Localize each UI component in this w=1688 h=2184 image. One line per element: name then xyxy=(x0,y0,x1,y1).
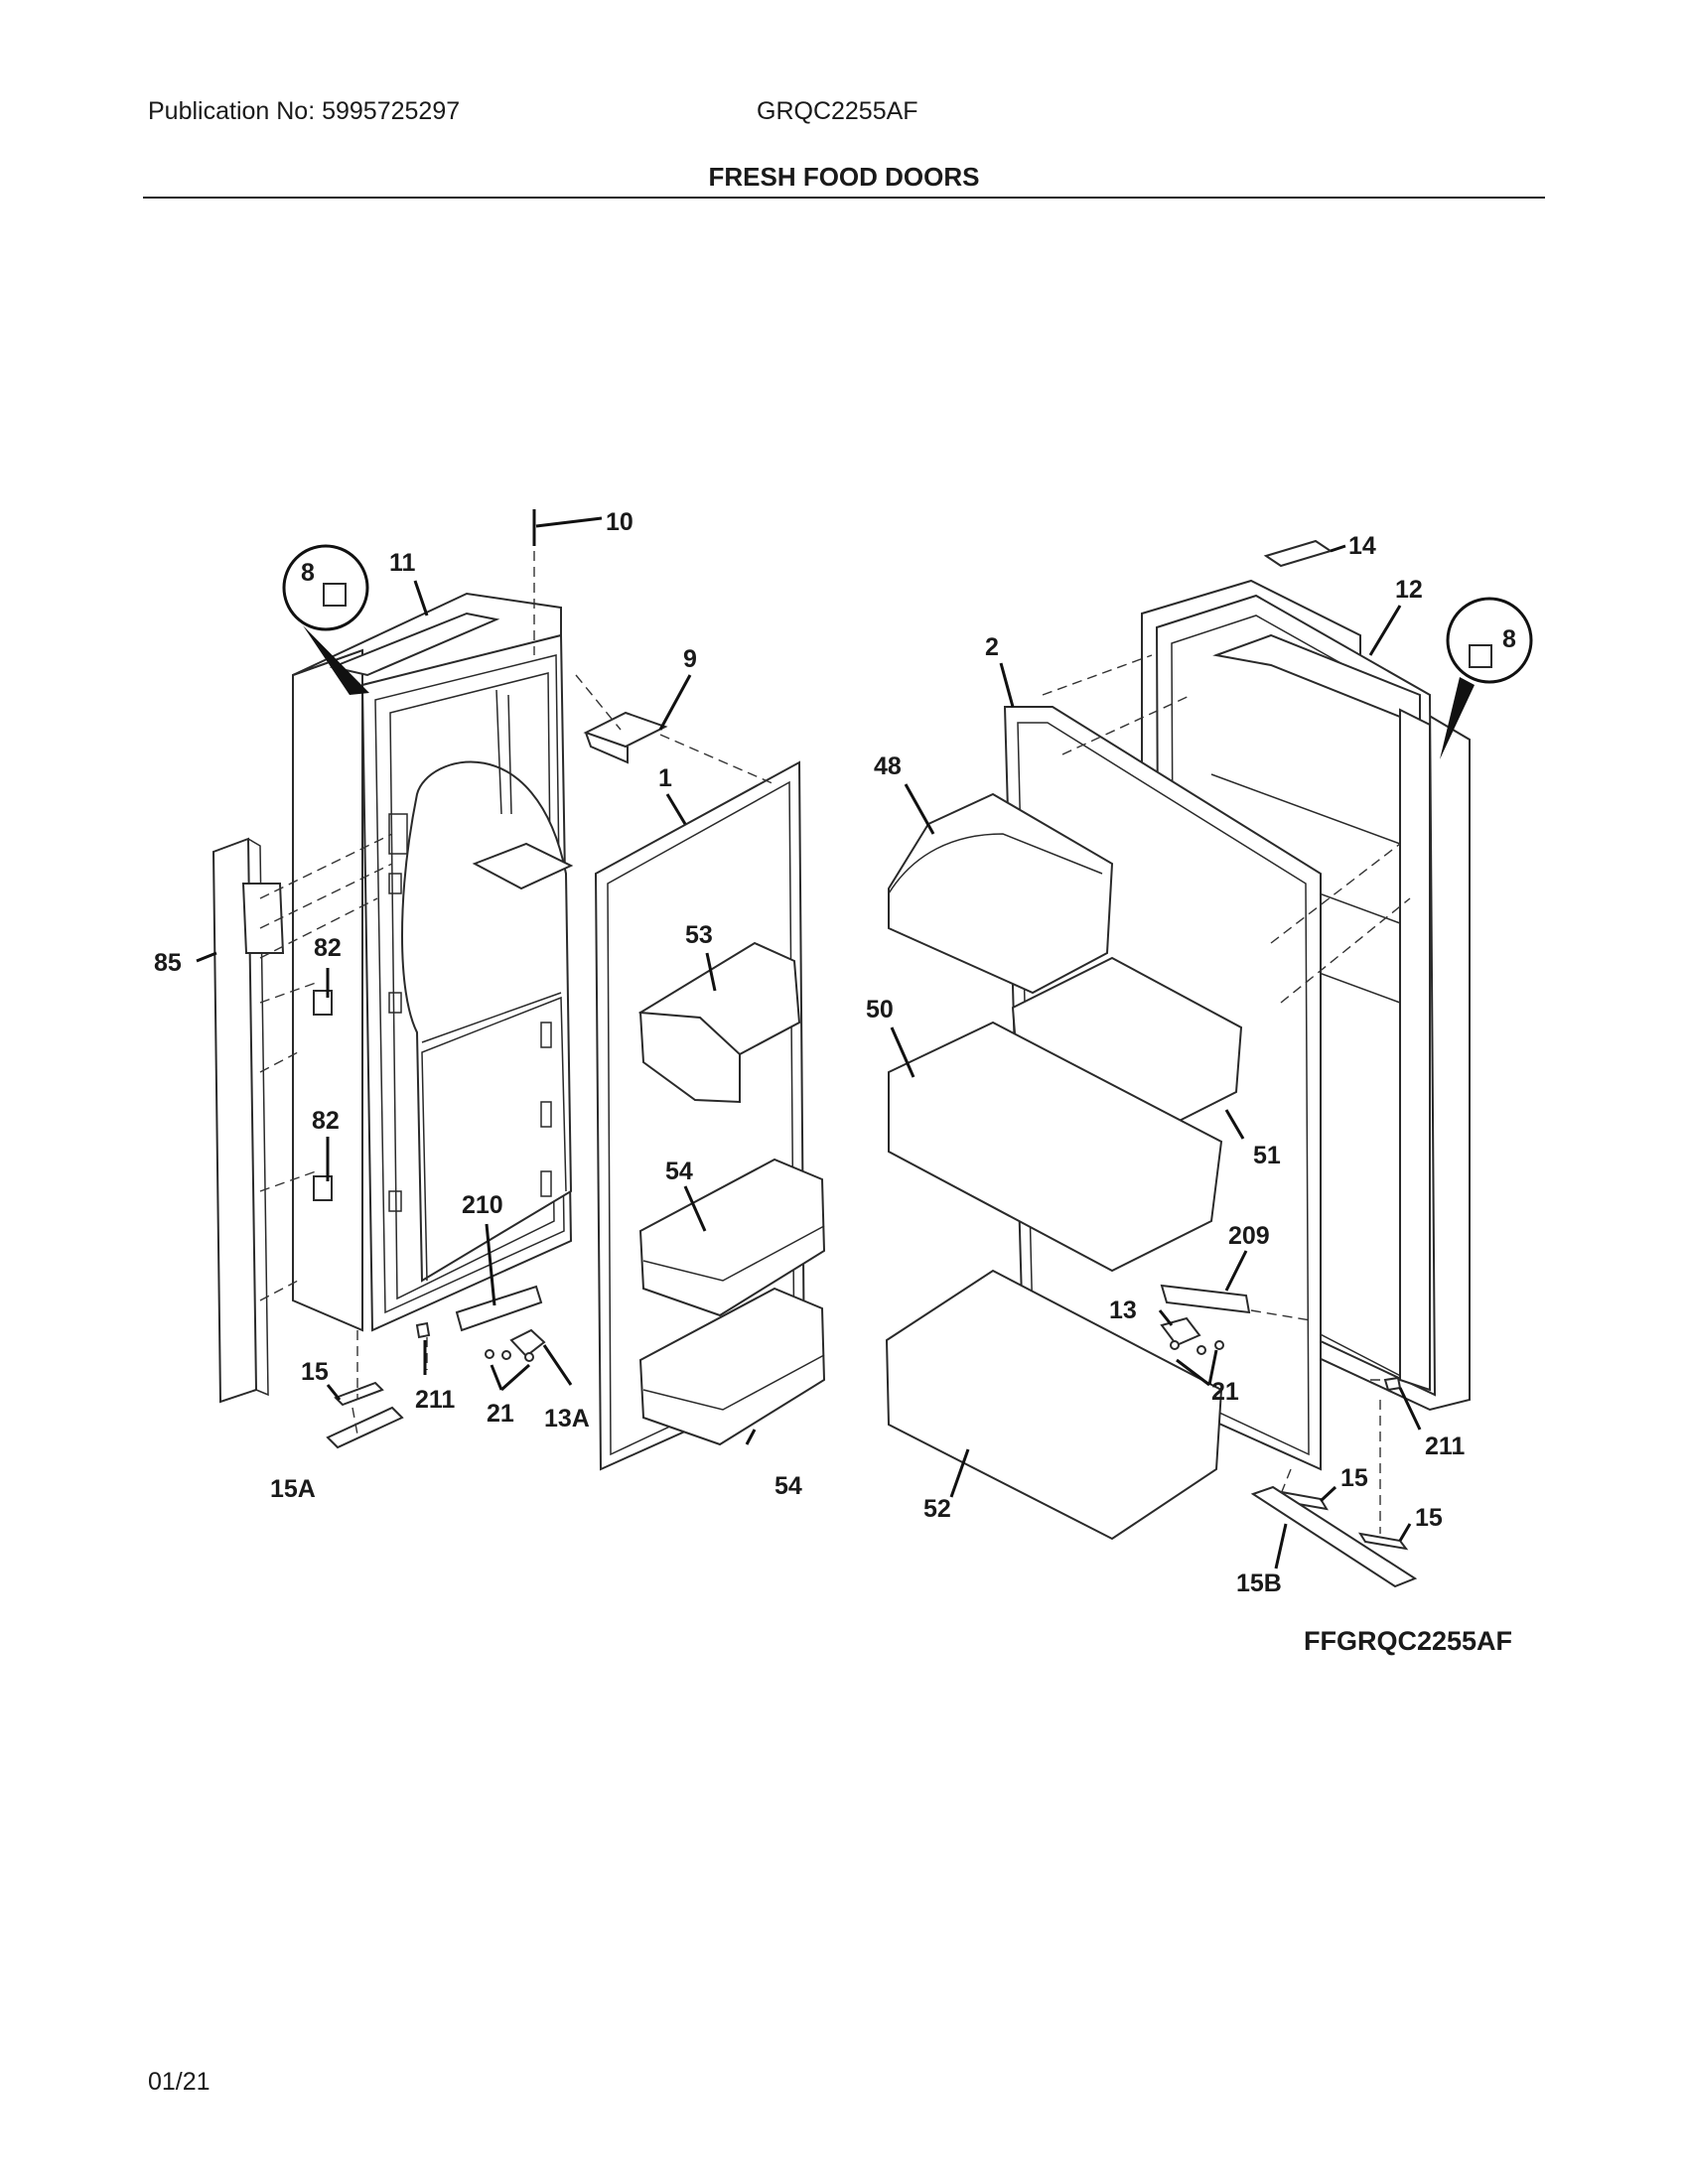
callout-circle-8-right xyxy=(1440,597,1533,759)
callout-labels: 10 11 8 9 1 85 82 82 53 54 54 210 15 15A… xyxy=(154,508,1516,1597)
callout-10: 10 xyxy=(606,508,633,536)
handle-85 xyxy=(211,837,285,1404)
screws-21-right xyxy=(1170,1340,1224,1355)
callout-11: 11 xyxy=(389,549,416,577)
callout-15-right-a: 15 xyxy=(1340,1464,1368,1492)
callout-54-upper: 54 xyxy=(665,1158,693,1185)
callout-209: 209 xyxy=(1228,1222,1270,1250)
callout-8-left: 8 xyxy=(301,559,315,587)
hinge-209 xyxy=(1160,1284,1251,1314)
callout-15-right-b: 15 xyxy=(1415,1504,1443,1532)
model-number: GRQC2255AF xyxy=(757,97,918,125)
hinge-13A xyxy=(509,1328,546,1358)
callout-14: 14 xyxy=(1348,532,1376,560)
callout-9: 9 xyxy=(683,645,697,673)
figure-code: FFGRQC2255AF xyxy=(1304,1626,1512,1656)
callout-210: 210 xyxy=(462,1191,503,1219)
section-title: FRESH FOOD DOORS xyxy=(708,162,980,192)
publication-number: Publication No: 5995725297 xyxy=(148,97,461,125)
callout-21-right: 21 xyxy=(1211,1378,1239,1406)
callout-82-lower: 82 xyxy=(312,1107,340,1135)
callout-53: 53 xyxy=(685,921,713,949)
screws-21-left xyxy=(485,1349,534,1362)
crisper-48 xyxy=(888,792,1114,995)
bracket-82-lower xyxy=(313,1175,333,1201)
bin-part-9 xyxy=(583,711,668,764)
callout-21-left: 21 xyxy=(487,1400,514,1428)
strip-15-right-b xyxy=(1357,1532,1409,1551)
strip-15A xyxy=(326,1406,404,1449)
door-bin-54-lower xyxy=(638,1287,826,1446)
callout-15B: 15B xyxy=(1236,1570,1282,1597)
assembly-lines-right xyxy=(1042,654,1411,1534)
callout-211-left: 211 xyxy=(415,1386,455,1414)
callout-54-lower: 54 xyxy=(774,1472,802,1500)
callout-51: 51 xyxy=(1253,1142,1281,1169)
callout-211-right: 211 xyxy=(1425,1433,1465,1460)
callout-85: 85 xyxy=(154,949,182,977)
strip-15-left xyxy=(334,1381,384,1407)
bin-52 xyxy=(885,1269,1223,1541)
callout-13: 13 xyxy=(1109,1297,1137,1324)
callout-15-left: 15 xyxy=(301,1358,329,1386)
clip-211-right xyxy=(1383,1376,1402,1392)
door-bin-54-upper xyxy=(638,1158,826,1317)
bin-50 xyxy=(888,1021,1223,1273)
left-door-assembly xyxy=(292,592,574,1332)
header-divider xyxy=(143,197,1545,199)
hinge-210 xyxy=(455,1285,543,1332)
callout-2: 2 xyxy=(985,633,999,661)
callout-8-right: 8 xyxy=(1502,625,1516,653)
page-date: 01/21 xyxy=(148,2068,211,2096)
callout-48: 48 xyxy=(874,752,902,780)
callout-1: 1 xyxy=(658,764,672,792)
callout-12: 12 xyxy=(1395,576,1423,604)
door-bin-53 xyxy=(637,941,801,1104)
clip-211-left xyxy=(415,1321,431,1339)
callout-50: 50 xyxy=(866,996,894,1024)
strip-15B xyxy=(1250,1485,1418,1588)
callout-circle-8-left xyxy=(282,544,369,695)
callout-leaders xyxy=(196,516,1422,1570)
callout-52: 52 xyxy=(923,1495,951,1523)
plate-14 xyxy=(1263,539,1334,568)
callout-13A: 13A xyxy=(544,1405,590,1433)
callout-82-upper: 82 xyxy=(314,934,342,962)
assembly-lines-left xyxy=(259,551,775,1435)
callout-15A: 15A xyxy=(270,1475,316,1503)
